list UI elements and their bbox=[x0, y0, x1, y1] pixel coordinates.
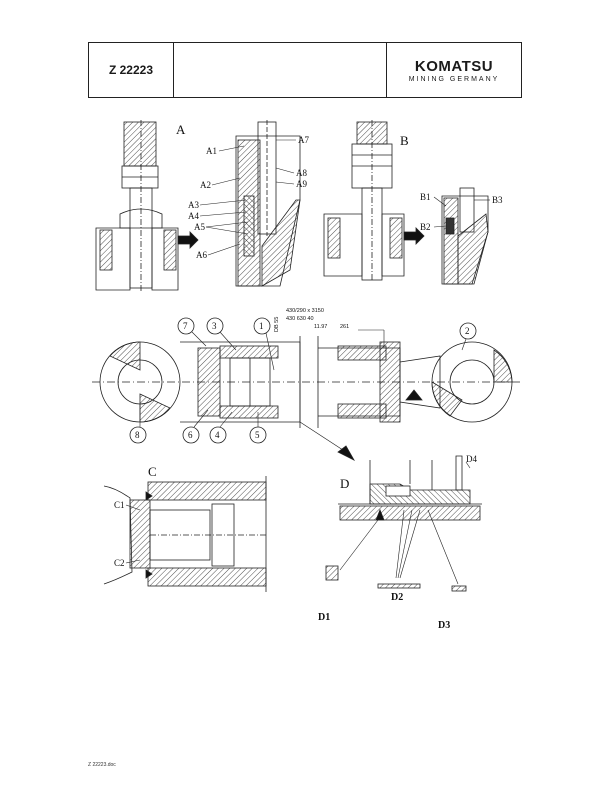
label-d1: D1 bbox=[318, 612, 330, 623]
title-block: Z 22223 KOMATSU MINING GERMANY bbox=[88, 42, 522, 98]
label-a3: A3 bbox=[188, 200, 199, 210]
label-a2: A2 bbox=[200, 180, 211, 190]
label-b2: B2 bbox=[420, 222, 431, 232]
label-a4: A4 bbox=[188, 211, 199, 221]
callout-8: 8 bbox=[135, 430, 140, 440]
label-a5: A5 bbox=[194, 222, 205, 232]
footer-filename: Z 22223.doc bbox=[88, 762, 116, 768]
figure-d bbox=[325, 455, 482, 592]
label-d2: D2 bbox=[391, 592, 403, 603]
callout-7: 7 bbox=[183, 321, 188, 331]
spec-date: 11.97 bbox=[314, 324, 327, 330]
label-a1: A1 bbox=[206, 146, 217, 156]
label-a8: A8 bbox=[296, 168, 307, 178]
brand-name: KOMATSU bbox=[414, 57, 494, 75]
figure-a-leaders bbox=[199, 139, 296, 256]
label-b1: B1 bbox=[420, 192, 431, 202]
brand-subtitle: MINING GERMANY bbox=[408, 75, 500, 83]
figure-d-title: D bbox=[340, 476, 349, 491]
label-d4: D4 bbox=[466, 454, 477, 464]
callout-circles bbox=[129, 317, 477, 444]
spec-dimensions: 430/290 x 3150 bbox=[286, 308, 324, 314]
company-logo: KOMATSU MINING GERMANY bbox=[387, 43, 521, 97]
callout-2: 2 bbox=[465, 326, 470, 336]
figure-c-title: C bbox=[148, 464, 157, 479]
spec-part-number: 430 630 40 bbox=[286, 316, 314, 322]
figure-a bbox=[95, 120, 301, 292]
figure-c-leaders bbox=[125, 504, 141, 564]
label-b3: B3 bbox=[492, 195, 503, 205]
figure-b bbox=[323, 120, 489, 285]
title-field bbox=[174, 43, 387, 97]
cylinder-assembly bbox=[92, 329, 520, 461]
label-d3: D3 bbox=[438, 620, 450, 631]
figure-c bbox=[103, 476, 267, 592]
spec-vertical-code: DB 55 bbox=[274, 317, 280, 332]
callout-leaders bbox=[139, 331, 467, 428]
label-c1: C1 bbox=[114, 500, 125, 510]
label-c2: C2 bbox=[114, 558, 125, 568]
figure-b-leaders bbox=[433, 196, 490, 228]
label-a7: A7 bbox=[298, 135, 309, 145]
callout-6: 6 bbox=[188, 430, 193, 440]
figure-b-title: B bbox=[400, 133, 409, 148]
callout-5: 5 bbox=[255, 430, 260, 440]
callout-3: 3 bbox=[212, 321, 217, 331]
spec-code: 261 bbox=[340, 324, 349, 330]
callout-1: 1 bbox=[259, 321, 264, 331]
label-a9: A9 bbox=[296, 179, 307, 189]
document-code: Z 22223 bbox=[89, 43, 174, 97]
label-a6: A6 bbox=[196, 250, 207, 260]
figure-a-title: A bbox=[176, 122, 186, 137]
callout-4: 4 bbox=[215, 430, 220, 440]
